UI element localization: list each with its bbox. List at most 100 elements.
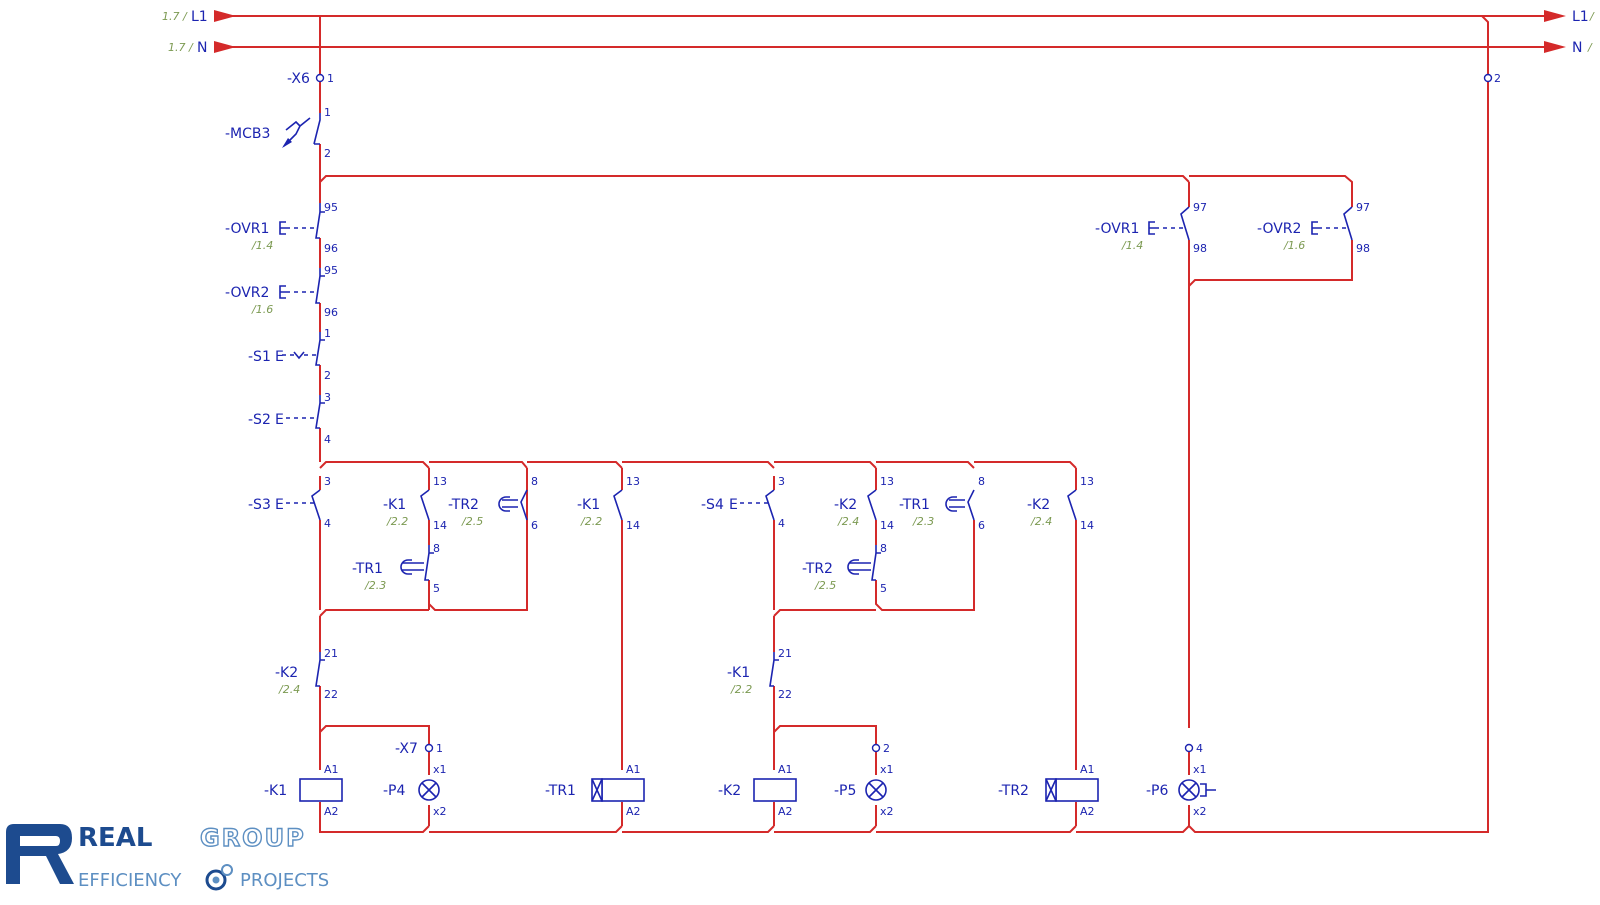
tr2-branch1-contact-line <box>520 489 528 521</box>
logo-gear-icon <box>205 864 233 891</box>
s4-pin-a: 3 <box>778 475 785 488</box>
coil-k1-body <box>299 778 343 802</box>
k2-holding-pin-b: 14 <box>880 519 894 532</box>
coil-tr2-pin-b: A2 <box>1080 805 1095 818</box>
coil-bottoms <box>319 802 1190 833</box>
lamp-p6-label: -P6 <box>1146 783 1168 799</box>
k1-timer-contact[interactable]: -K1 /2.2 13 14 <box>577 475 640 532</box>
coil-k2[interactable]: -K2 A1 A2 <box>718 763 797 818</box>
x7-terminal-2 <box>871 743 881 753</box>
k2-interlock-label: -K2 <box>275 665 298 681</box>
x6-terminal-2 <box>1483 73 1493 83</box>
lamp-p6-pin-b: x2 <box>1193 805 1207 818</box>
s4-label: -S4 <box>701 497 724 513</box>
ovr1-left-contact[interactable]: -OVR1 /1.4 95 96 <box>225 201 338 255</box>
ovr2-left-contact[interactable]: -OVR2 /1.6 95 96 <box>225 264 338 319</box>
ovr2-right-pin-b: 98 <box>1356 242 1370 255</box>
ovr2-right-contact[interactable]: -OVR2 /1.6 97 98 <box>1257 201 1370 255</box>
k1-holding-ref: /2.2 <box>386 515 408 528</box>
switch-s3[interactable]: -S3 E 3 4 <box>248 475 331 530</box>
s3-pin-a: 3 <box>324 475 331 488</box>
coil-tr2-body <box>1055 778 1099 802</box>
switch-s2[interactable]: -S2 E 3 4 <box>248 391 331 446</box>
k1-timer-pin-a: 13 <box>626 475 640 488</box>
x7-terminal-4 <box>1184 743 1194 753</box>
coil-tr2-pin-a: A1 <box>1080 763 1095 776</box>
lamp-p5-pin-b: x2 <box>880 805 894 818</box>
logo-tagline-right: PROJECTS <box>240 870 329 891</box>
k1-timer-ref: /2.2 <box>580 515 602 528</box>
tr1-branch2-contact[interactable]: -TR1 /2.3 8 6 <box>899 475 985 532</box>
k1-interlock-contact[interactable]: -K1 /2.2 21 22 <box>727 647 792 701</box>
n-right-label: N <box>1572 40 1582 56</box>
tr2-branch2-contact[interactable]: -TR2 /2.5 8 5 <box>802 542 887 595</box>
tr1-branch2-timer-icon <box>945 496 965 512</box>
branch-bus <box>319 461 1077 469</box>
coil-tr1-pin-a: A1 <box>626 763 641 776</box>
k1-interlock-wire <box>773 616 877 770</box>
ovr2-right-ref: /1.6 <box>1283 239 1305 252</box>
tr1-branch1-label: -TR1 <box>352 561 383 577</box>
k2-interlock-contact[interactable]: -K2 /2.4 21 22 <box>275 647 338 701</box>
ovr1-right-thermal-icon <box>1148 221 1159 235</box>
k2-interlock-nc <box>315 652 325 687</box>
k2-timer-contact[interactable]: -K2 /2.4 13 14 <box>1027 475 1094 532</box>
breaker-mcb3[interactable]: -MCB3 1 2 <box>225 106 331 160</box>
lamp-p4-pin-b: x2 <box>433 805 447 818</box>
s2-pin-a: 3 <box>324 391 331 404</box>
n-left-label: N <box>197 40 207 56</box>
coil-tr1[interactable]: -TR1 A1 A2 <box>545 763 645 818</box>
k1-holding-contact[interactable]: -K1 /2.2 13 14 <box>383 475 447 532</box>
k1-interlock-ref: /2.2 <box>730 683 752 696</box>
mcb3-pin-2: 2 <box>324 147 331 160</box>
coil-k2-pin-b: A2 <box>778 805 793 818</box>
coil-tr2-label: -TR2 <box>998 783 1029 799</box>
k2-holding-contact[interactable]: -K2 /2.4 13 14 <box>834 475 894 532</box>
terminal-x7[interactable]: -X7 1 2 4 <box>395 741 1203 757</box>
s3-actuator-e: E <box>275 497 284 513</box>
ovr2-left-thermal-icon <box>279 285 290 299</box>
ovr1-right-contact[interactable]: -OVR1 /1.4 97 98 <box>1095 201 1207 255</box>
coil-tr1-body <box>601 778 645 802</box>
tr2-branch1-label: -TR2 <box>448 497 479 513</box>
switch-s1[interactable]: -S1 E 1 2 <box>248 327 331 382</box>
k2-interlock-pin-a: 21 <box>324 647 338 660</box>
tr1-branch2-contact-line <box>967 489 975 521</box>
tr2-branch1-contact[interactable]: -TR2 /2.5 8 6 <box>448 475 538 532</box>
lamp-p5[interactable]: -P5 x1 x2 <box>834 763 894 818</box>
ovr2-left-label: -OVR2 <box>225 285 269 301</box>
logo-word-mark: REAL <box>78 823 152 853</box>
lamp-p4[interactable]: -P4 x1 x2 <box>383 763 447 818</box>
coil-tr1-label: -TR1 <box>545 783 576 799</box>
tr2-branch2-timer-icon <box>847 559 871 575</box>
n-left-arrow <box>214 41 236 53</box>
coil-k1-pin-b: A2 <box>324 805 339 818</box>
tr1-branch2-pin-a: 8 <box>978 475 985 488</box>
k1-holding-no <box>420 489 430 521</box>
lamp-p5-pin-a: x1 <box>880 763 894 776</box>
s1-contact <box>315 332 325 366</box>
lamp-p5-cross <box>868 782 884 798</box>
tr1-branch2-label: -TR1 <box>899 497 930 513</box>
tr1-branch1-ref: /2.3 <box>364 579 386 592</box>
terminal-x6[interactable]: -X6 1 2 <box>287 71 1501 87</box>
s1-mushroom-icon <box>293 351 305 360</box>
ovr2-right-pin-a: 97 <box>1356 201 1370 214</box>
k2-interlock-wire <box>319 616 430 770</box>
n-return <box>1188 15 1489 833</box>
k2-timer-ref: /2.4 <box>1030 515 1052 528</box>
x6-terminal-1 <box>315 73 325 83</box>
ovr1-right-pin-b: 98 <box>1193 242 1207 255</box>
k2-interlock-ref: /2.4 <box>278 683 300 696</box>
tr1-branch1-contact[interactable]: -TR1 /2.3 8 5 <box>352 542 440 595</box>
tr2-branch1-ref: /2.5 <box>461 515 483 528</box>
coil-k1-pin-a: A1 <box>324 763 339 776</box>
ovr1-left-nc <box>315 203 325 239</box>
x7-pin-2: 2 <box>883 742 890 755</box>
coil-k1[interactable]: -K1 A1 A2 <box>264 763 343 818</box>
lamp-p4-cross <box>421 782 437 798</box>
coil-tr2[interactable]: -TR2 A1 A2 <box>998 763 1099 818</box>
lamp-p6[interactable]: -P6 x1 x2 <box>1146 763 1216 818</box>
switch-s4[interactable]: -S4 E 3 4 <box>701 475 785 530</box>
realgroup-logo: REAL GROUP EFFICIENCY PROJECTS <box>6 823 329 891</box>
